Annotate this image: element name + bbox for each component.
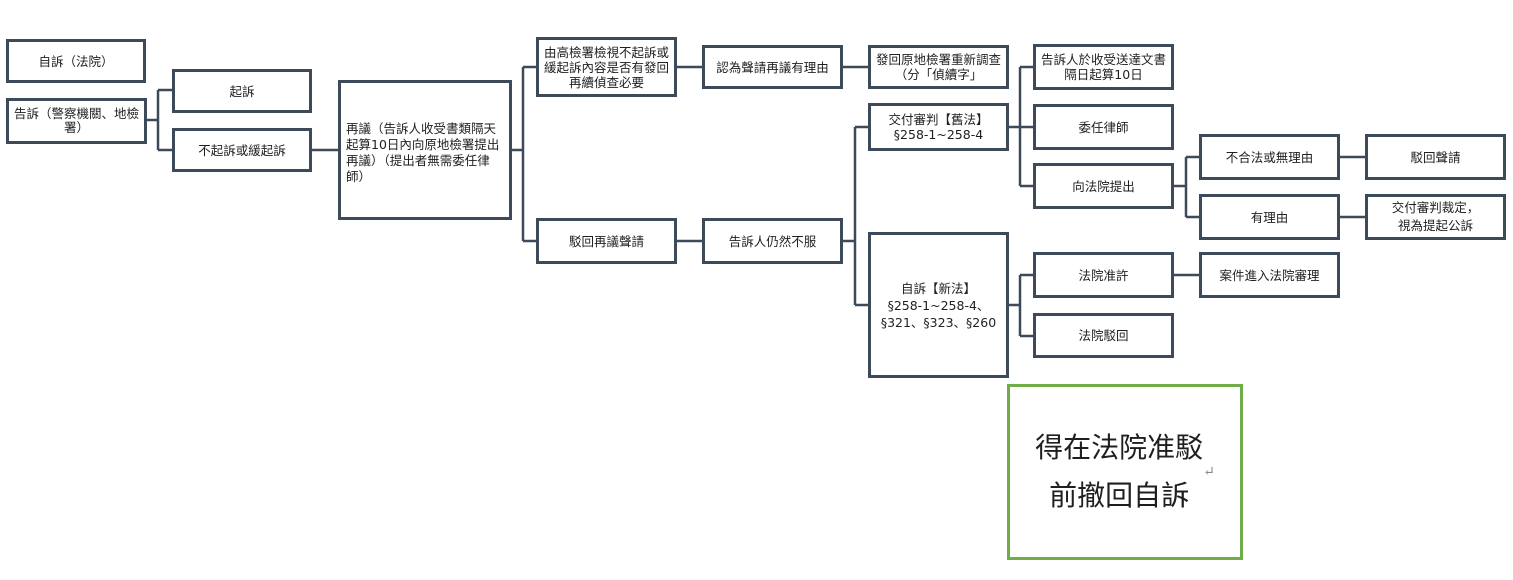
node-high-prosecutor-review: 由高檢署檢視不起訴或緩起訴內容是否有發回再續偵查必要 — [536, 37, 677, 97]
node-trial-delivery-old-law: 交付審判【舊法】 §258-1~258-4 — [868, 103, 1009, 151]
node-hire-lawyer: 委任律師 — [1033, 104, 1174, 150]
note-text: 得在法院准駁 前撤回自訴 — [1035, 431, 1204, 512]
connector-new-law-branch — [1009, 273, 1033, 338]
connector-complaint-branch — [147, 88, 172, 152]
connector-objects-branch — [677, 125, 868, 307]
node-complaint: 告訴（警察機關、地檢署） — [6, 98, 147, 144]
node-reason-exists: 有理由 — [1199, 194, 1340, 240]
node-filing-deadline: 告訴人於收受送達文書隔日起算10日 — [1033, 44, 1174, 90]
node-non-prosecution: 不起訴或緩起訴 — [172, 128, 312, 172]
node-unlawful-or-unreasonable: 不合法或無理由 — [1199, 134, 1340, 180]
node-remand: 發回原地檢署重新調查（分「偵續字」 — [868, 45, 1009, 89]
node-reconsideration-rejected: 駁回再議聲請 — [536, 218, 677, 264]
paragraph-mark-icon: ↵ — [1203, 464, 1215, 480]
connector-old-law-branch — [1009, 65, 1033, 188]
node-dismiss-application: 駁回聲請 — [1365, 134, 1506, 180]
node-case-enters-trial: 案件進入法院審理 — [1199, 252, 1340, 298]
connector-reconsideration-branch — [512, 65, 536, 243]
node-reconsideration-justified: 認為聲請再議有理由 — [702, 45, 843, 89]
node-reconsideration: 再議（告訴人收受書類隔天起算10日內向原地檢署提出再議）（提出者無需委任律師） — [338, 80, 512, 220]
node-indictment: 起訴 — [172, 69, 312, 113]
node-court-rejects: 法院駁回 — [1033, 313, 1174, 358]
node-trial-ruling: 交付審判裁定， 視為提起公訴 — [1365, 194, 1506, 240]
note-withdraw-private-prosecution: 得在法院准駁 前撤回自訴↵ — [1007, 384, 1243, 560]
node-complainant-objects: 告訴人仍然不服 — [702, 218, 843, 264]
connector-court-outcomes — [1174, 155, 1199, 219]
node-private-prosecution-new-law: 自訴【新法】 §258-1~258-4、§321、§323、§260 — [868, 232, 1009, 378]
node-self-prosecution-court: 自訴（法院） — [6, 39, 146, 83]
node-file-with-court: 向法院提出 — [1033, 163, 1174, 209]
node-court-permits: 法院准許 — [1033, 252, 1174, 298]
connector-outcome-results — [1340, 155, 1365, 219]
